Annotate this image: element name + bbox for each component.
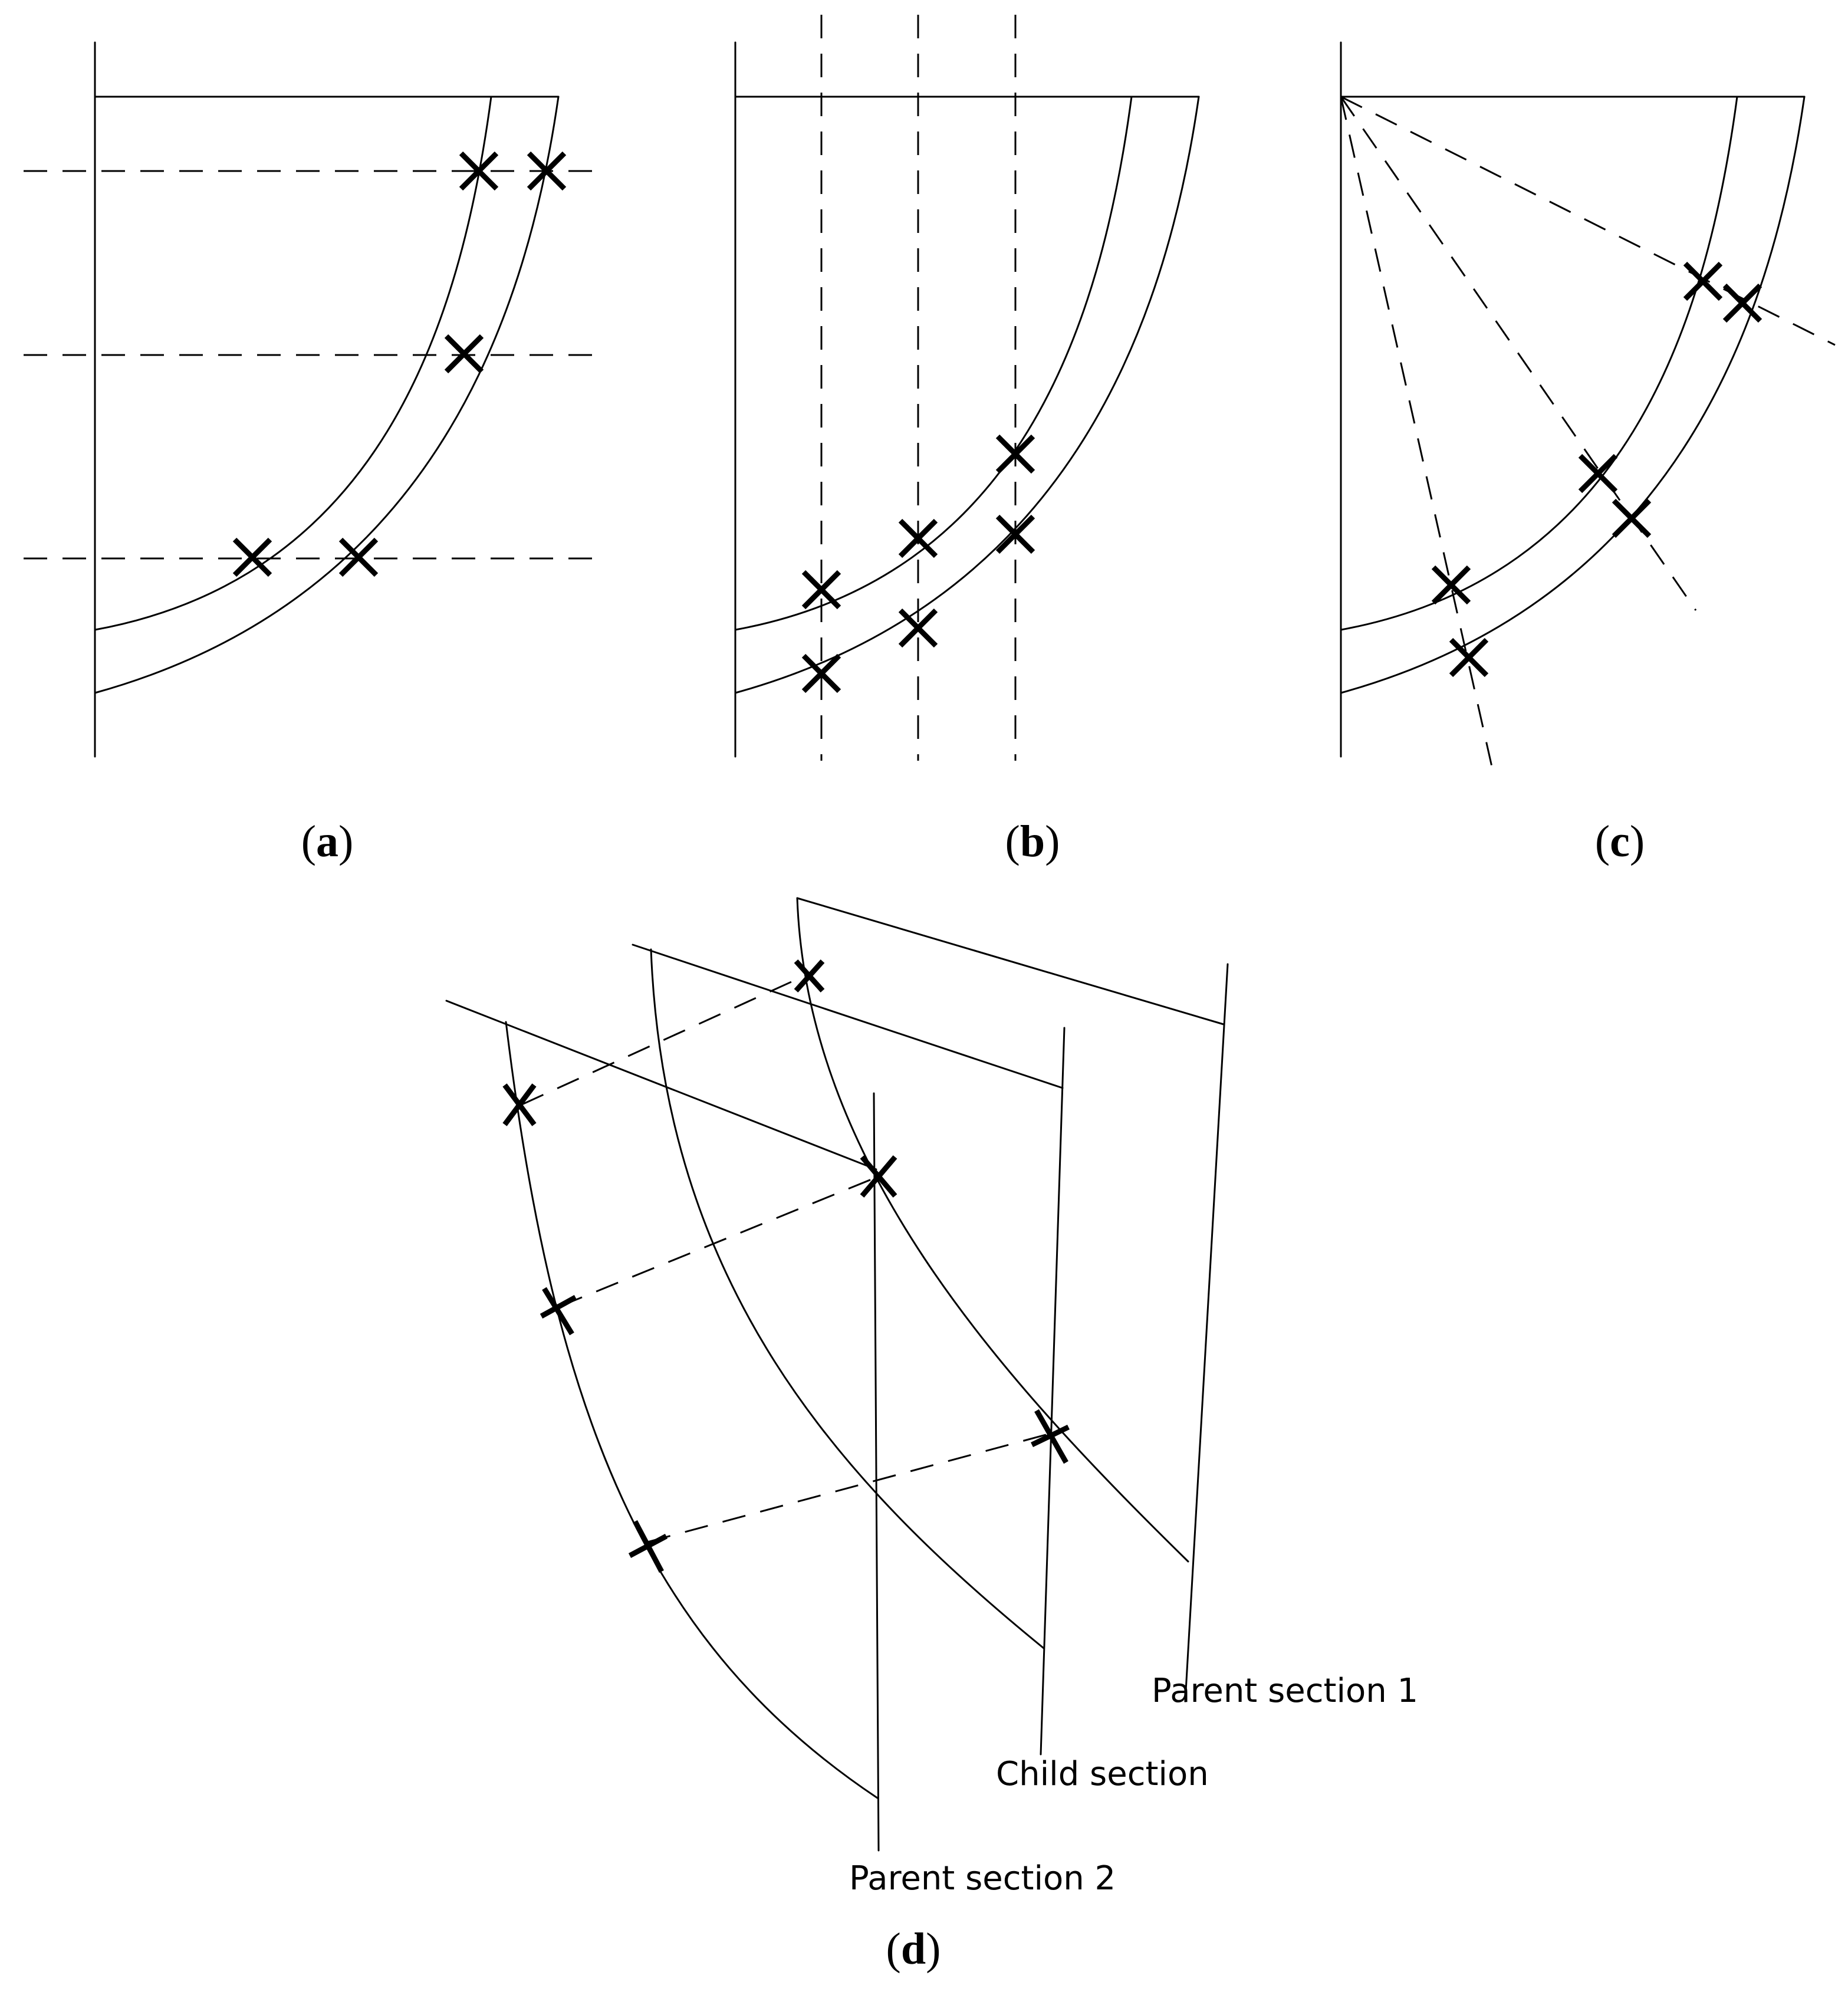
section-curve-outer <box>734 96 1200 694</box>
caption-a: (a) <box>301 817 354 866</box>
panel-b: (b) <box>734 15 1200 866</box>
sample-point <box>540 1287 577 1336</box>
sampling-ray <box>1340 96 1493 767</box>
sample-point <box>1449 637 1489 678</box>
section-curve-inner <box>734 96 1133 631</box>
sample-point <box>801 653 841 693</box>
interpolation-line <box>560 1175 879 1307</box>
sampling-ray <box>1340 96 1697 611</box>
sample-point <box>801 570 841 610</box>
sampling-ray <box>1340 96 1836 346</box>
label-parent-section-2: Parent section 2 <box>849 1859 1116 1898</box>
caption-d: (d) <box>886 1924 941 1974</box>
sample-point <box>1683 261 1723 301</box>
label-child-section: Child section <box>996 1755 1209 1793</box>
sample-point <box>1431 565 1471 605</box>
caption-b: (b) <box>1005 817 1060 866</box>
sample-point <box>232 537 272 577</box>
panel-d: Parent section 1 Child section Parent se… <box>445 897 1418 1974</box>
section-curve-inner <box>94 96 492 631</box>
interpolation-line <box>521 972 811 1106</box>
sample-point <box>860 1155 897 1198</box>
sample-point <box>995 514 1035 554</box>
panel-c: (c) <box>1340 41 1836 866</box>
sample-point <box>1578 453 1618 494</box>
sample-point <box>502 1083 537 1126</box>
sample-point <box>444 334 484 374</box>
section-curve-inner <box>1340 96 1738 631</box>
sample-point <box>628 1520 668 1573</box>
child-section <box>632 944 1066 1756</box>
sample-point <box>995 434 1035 474</box>
sample-point <box>1722 283 1762 323</box>
parent-section-1 <box>796 897 1229 1702</box>
sample-point <box>1612 498 1652 538</box>
sample-point <box>459 151 499 191</box>
panel-a: (a) <box>24 41 607 866</box>
interpolation-line <box>647 1432 1053 1543</box>
sample-point <box>794 959 825 993</box>
parent-section-2 <box>445 1000 880 1852</box>
sample-point <box>898 518 938 558</box>
sample-point <box>527 151 567 191</box>
label-parent-section-1: Parent section 1 <box>1152 1672 1418 1710</box>
sample-point <box>338 537 379 577</box>
sample-point <box>1031 1409 1070 1464</box>
section-curve-outer <box>94 96 560 694</box>
caption-c: (c) <box>1595 817 1645 866</box>
section-curve-outer <box>1340 96 1806 694</box>
sample-point <box>898 608 938 648</box>
